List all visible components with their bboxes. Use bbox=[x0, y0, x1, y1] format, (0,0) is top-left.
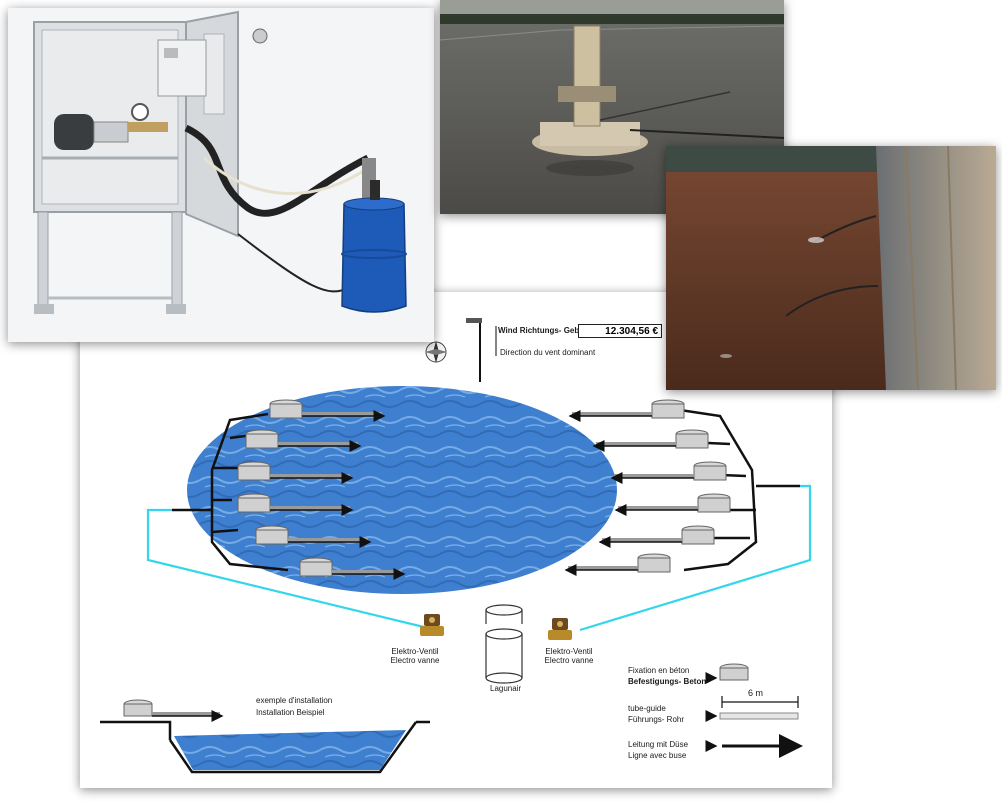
legend-line-de: Leitung mit Düse bbox=[628, 740, 689, 749]
valve-right-de: Elektro-Ventil bbox=[545, 647, 593, 656]
valve-left-de: Elektro-Ventil bbox=[391, 647, 439, 656]
compass-rose-icon bbox=[425, 341, 447, 363]
tank-illustration bbox=[666, 146, 996, 390]
legend-fixation-fr: Fixation en béton bbox=[628, 666, 690, 675]
valve-right-label: Elektro-Ventil Electro vanne bbox=[542, 647, 596, 665]
wind-label-fr: Direction du vent dominant bbox=[500, 348, 596, 357]
diagram-svg bbox=[100, 318, 812, 774]
legend-tube-fr: tube-guide bbox=[628, 704, 666, 713]
scale-bar bbox=[721, 696, 799, 708]
lagunair-tank bbox=[485, 604, 523, 684]
cabinet-illustration bbox=[8, 8, 434, 342]
valve-right-icon bbox=[548, 618, 572, 640]
air-lines bbox=[146, 484, 812, 632]
valve-right-fr: Electro vanne bbox=[544, 656, 594, 666]
wind-label-de: Wind Richtungs- Geber bbox=[498, 326, 587, 335]
example-label-fr: exemple d'installation bbox=[256, 696, 333, 705]
compressor-cabinet-photo bbox=[8, 8, 434, 342]
price-field: 12.304,56 € bbox=[578, 324, 662, 338]
right-aerators bbox=[564, 399, 731, 576]
valve-left-label: Elektro-Ventil Electro vanne bbox=[388, 647, 442, 665]
legend-tube-icon bbox=[705, 710, 799, 722]
legend-tube-de: Führungs- Rohr bbox=[628, 715, 685, 724]
example-label-de: Installation Beispiel bbox=[256, 708, 325, 717]
legend-concrete-icon bbox=[719, 663, 749, 681]
example-cross-section bbox=[100, 699, 430, 774]
scale-label: 6 m bbox=[748, 688, 764, 698]
valve-left-fr: Electro vanne bbox=[390, 656, 440, 666]
tank-label: Lagunair bbox=[490, 684, 522, 693]
legend-line-fr: Ligne avec buse bbox=[628, 751, 687, 760]
valve-left-icon bbox=[420, 614, 444, 636]
steel-tank-photo bbox=[666, 146, 996, 390]
left-manifold bbox=[172, 412, 289, 572]
left-aerators bbox=[237, 399, 406, 580]
legend-fixation-de: Befestigungs- Beton bbox=[628, 677, 707, 686]
wind-sensor bbox=[466, 318, 497, 382]
